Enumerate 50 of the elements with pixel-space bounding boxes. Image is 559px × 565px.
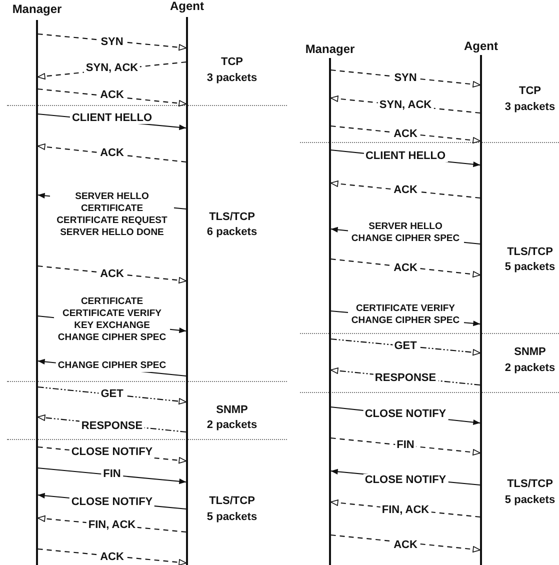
phase-label: 2 packets	[206, 419, 258, 432]
phase-label: SNMP	[514, 346, 546, 359]
edge-label: ACK	[392, 184, 420, 196]
edge-label: GET	[392, 340, 419, 352]
edge-label: SERVER HELLO CHANGE CIPHER SPEC	[348, 221, 464, 245]
phase-label: SNMP	[216, 404, 248, 417]
phase-label: 6 packets	[206, 226, 258, 239]
edge-label: CHANGE CIPHER SPEC	[56, 360, 168, 372]
edge-label: RESPONSE	[79, 420, 145, 432]
edge-label: ACK	[98, 147, 126, 159]
edge-label: FIN, ACK	[380, 504, 432, 516]
edge-label: ACK	[98, 89, 126, 101]
edge-label: CLIENT HELLO	[363, 150, 448, 162]
edge-label: SYN	[98, 36, 126, 48]
edge-label: ACK	[98, 551, 126, 563]
lifeline-header: Agent	[463, 39, 499, 53]
edge-label: CLOSE NOTIFY	[69, 446, 155, 458]
edge-label: ACK	[392, 262, 420, 274]
phase-label: TLS/TCP	[209, 495, 255, 508]
phase-label: 3 packets	[206, 72, 258, 85]
edge-label: CLIENT HELLO	[70, 112, 154, 124]
edge-label: SYN, ACK	[84, 62, 140, 74]
edge-label: ACK	[392, 539, 420, 551]
phase-label: TCP	[221, 56, 243, 69]
message-arrow	[330, 437, 481, 456]
message-arrow	[38, 467, 186, 484]
edge-label: CLOSE NOTIFY	[362, 474, 448, 486]
edge-label: RESPONSE	[372, 372, 438, 384]
lifeline-header: Manager	[11, 2, 63, 16]
phase-label: 2 packets	[504, 362, 556, 375]
phase-label: 5 packets	[504, 494, 556, 507]
edge-label: CLOSE NOTIFY	[362, 408, 448, 420]
lifeline-header: Manager	[304, 42, 356, 56]
edge-label: SYN, ACK	[377, 99, 434, 111]
edge-label: FIN	[394, 439, 416, 451]
edge-label: ACK	[98, 268, 126, 280]
phase-label: TLS/TCP	[209, 211, 255, 224]
phase-label: TLS/TCP	[507, 246, 553, 259]
edge-label: ACK	[392, 128, 420, 140]
edge-label: SYN	[392, 72, 419, 84]
phase-label: 5 packets	[504, 261, 556, 274]
phase-label: TCP	[519, 85, 541, 98]
edge-label: GET	[98, 388, 126, 400]
edge-label: CLOSE NOTIFY	[69, 496, 155, 508]
phase-label: TLS/TCP	[507, 478, 553, 491]
edge-label: FIN, ACK	[86, 519, 138, 531]
phase-label: 3 packets	[504, 101, 556, 114]
lifeline-header: Agent	[169, 0, 205, 13]
phase-label: 5 packets	[206, 511, 258, 524]
edge-label: FIN	[101, 468, 123, 480]
